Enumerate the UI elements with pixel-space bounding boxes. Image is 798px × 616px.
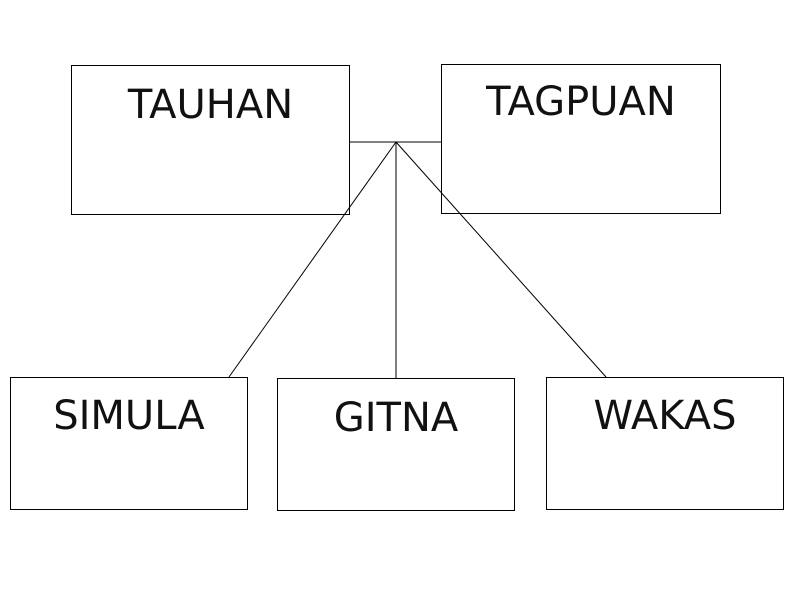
node-simula: SIMULA: [10, 377, 248, 510]
node-wakas: WAKAS: [546, 377, 784, 510]
node-wakas-label: WAKAS: [593, 393, 737, 439]
connector-hub-simula: [228, 141, 397, 378]
node-tauhan: TAUHAN: [71, 65, 350, 215]
node-gitna: GITNA: [277, 378, 515, 511]
connector-hub-wakas: [395, 141, 607, 378]
node-tauhan-label: TAUHAN: [127, 82, 294, 128]
node-tagpuan: TAGPUAN: [441, 64, 721, 214]
node-gitna-label: GITNA: [333, 395, 459, 441]
node-tagpuan-label: TAGPUAN: [486, 79, 676, 125]
node-simula-label: SIMULA: [53, 393, 205, 439]
